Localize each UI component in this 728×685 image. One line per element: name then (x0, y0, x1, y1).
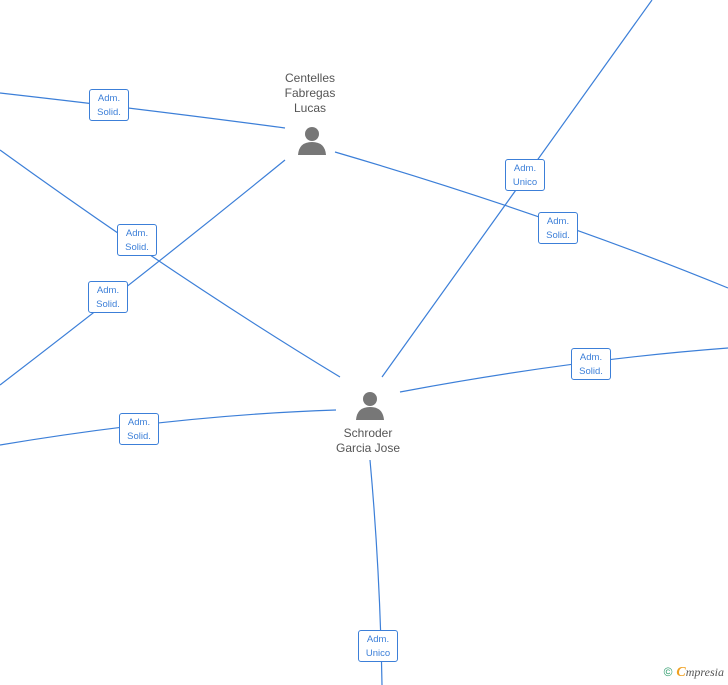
person-label-centelles: Centelles Fabregas Lucas (255, 71, 365, 116)
role-badge[interactable]: Adm. Solid. (571, 348, 611, 380)
badge-line: Unico (365, 648, 391, 659)
edge (0, 409, 337, 446)
edge (399, 347, 728, 393)
badge-line: Solid. (125, 242, 149, 253)
badge-line: Adm. (513, 163, 537, 174)
role-badge[interactable]: Adm. Solid. (117, 224, 157, 256)
role-badge[interactable]: Adm. Solid. (119, 413, 159, 445)
person-icon[interactable] (355, 390, 385, 420)
edge (0, 92, 286, 129)
role-badge[interactable]: Adm. Solid. (89, 89, 129, 121)
badge-line: Unico (512, 177, 538, 188)
badge-line: Adm. (579, 352, 603, 363)
person-name-line: Garcia Jose (335, 441, 401, 455)
person-name-line: Lucas (293, 101, 327, 115)
badge-line: Adm. (546, 216, 570, 227)
copyright-icon: © (663, 665, 673, 679)
person-name-line: Fabregas (284, 86, 336, 100)
brand-initial: C (676, 665, 686, 680)
badge-line: Solid. (97, 107, 121, 118)
badge-line: Solid. (127, 431, 151, 442)
badge-line: Adm. (125, 228, 149, 239)
badge-line: Adm. (96, 285, 120, 296)
brand-name: mpresia (685, 665, 724, 679)
role-badge[interactable]: Adm. Solid. (88, 281, 128, 313)
role-badge[interactable]: Adm. Unico (505, 159, 545, 191)
edge (0, 149, 341, 378)
badge-line: Solid. (96, 299, 120, 310)
person-name-line: Schroder (343, 426, 393, 440)
badge-line: Adm. (127, 417, 151, 428)
role-badge[interactable]: Adm. Solid. (538, 212, 578, 244)
role-badge[interactable]: Adm. Unico (358, 630, 398, 662)
badge-line: Solid. (579, 366, 603, 377)
person-icon[interactable] (297, 125, 327, 155)
badge-line: Solid. (546, 230, 570, 241)
person-name-line: Centelles (284, 71, 336, 85)
edge (0, 159, 286, 386)
person-label-schroder: Schroder Garcia Jose (313, 426, 423, 456)
brand-watermark: ©Cmpresia (664, 665, 724, 681)
badge-line: Adm. (366, 634, 390, 645)
badge-line: Adm. (97, 93, 121, 104)
